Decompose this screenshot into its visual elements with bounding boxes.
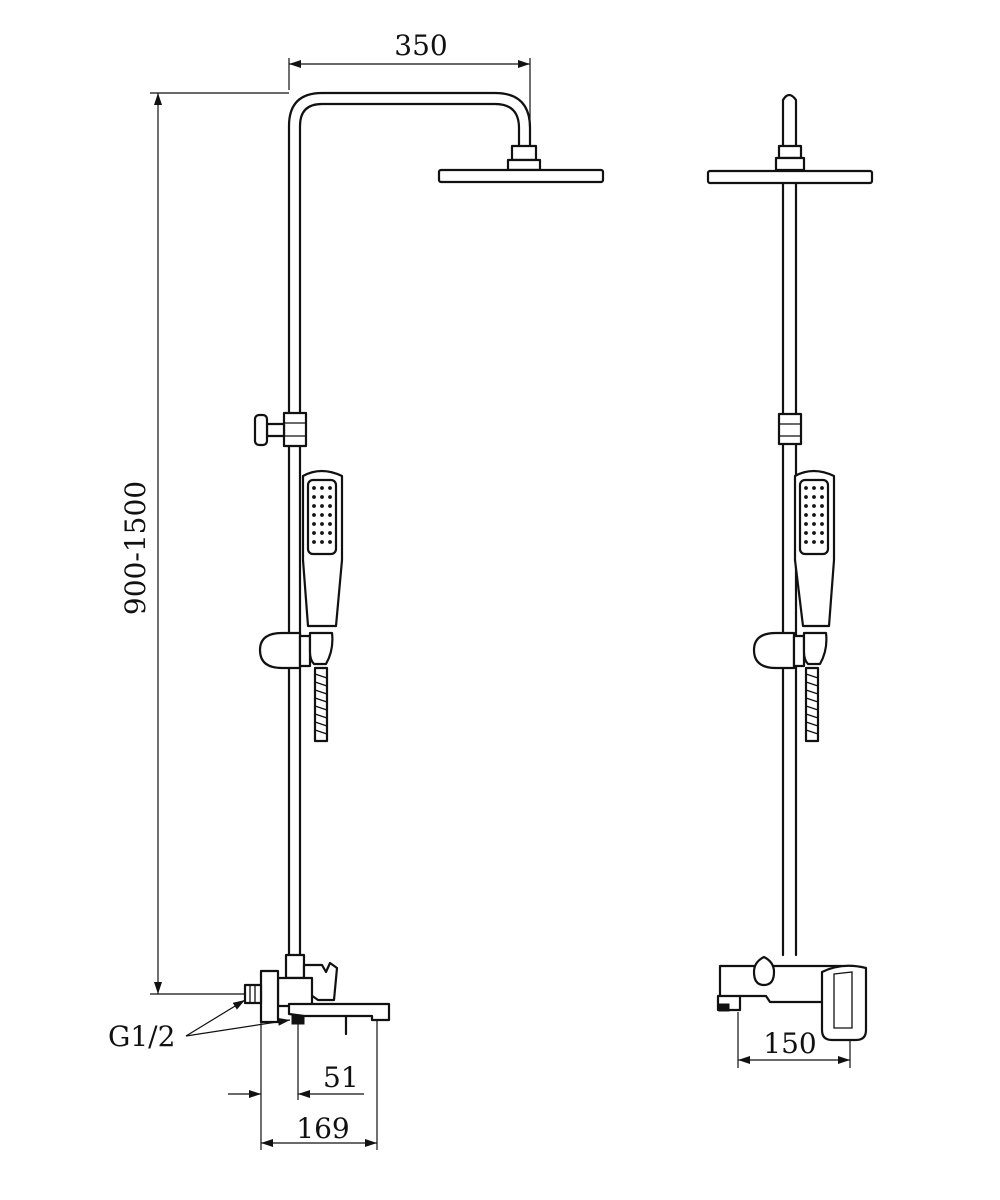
- side-mixer-body: [276, 976, 314, 1008]
- front-riser-pipe: [781, 181, 798, 957]
- dim-350-label: 350: [394, 29, 447, 62]
- front-spout-outlet: [718, 1003, 730, 1012]
- front-rain-shower-head: [706, 169, 874, 185]
- front-top-pipe: [781, 93, 798, 148]
- side-spout: [287, 1002, 391, 1022]
- g12-leader-2: [185, 1017, 291, 1037]
- side-clamp-screw: [265, 422, 286, 438]
- dim-169-label: 169: [296, 1112, 349, 1145]
- dim-51-label: 51: [323, 1061, 359, 1094]
- side-slide-holder: [258, 631, 302, 670]
- front-arm-nut-2: [774, 156, 806, 172]
- front-diverter-knob: [752, 955, 776, 987]
- dimension-lines: [150, 58, 851, 1150]
- side-wall-flange: [259, 969, 280, 1024]
- side-hand-shower-nozzles: [312, 486, 332, 544]
- side-spout-outlet: [291, 1015, 305, 1025]
- front-view: [706, 93, 874, 1042]
- side-clamp-knob: [253, 413, 269, 447]
- side-holder-cradle: [308, 631, 334, 666]
- dim-height-label: 900-1500: [119, 481, 152, 615]
- front-arm-nut: [777, 144, 803, 160]
- front-mixer-handle: [820, 964, 868, 1042]
- front-hand-shower-nozzles: [804, 486, 824, 544]
- side-view: [243, 91, 605, 1036]
- g12-leader-1: [185, 999, 246, 1037]
- front-clamp-body: [777, 412, 803, 446]
- side-slide-holder-body: [298, 634, 312, 668]
- front-holder-cradle: [802, 631, 828, 666]
- front-slide-holder: [752, 631, 796, 670]
- front-slide-holder-body: [792, 634, 806, 668]
- side-arm-nut: [510, 144, 538, 162]
- side-riser-pipe: [287, 91, 532, 957]
- inlet-thread-label: G1/2: [108, 1020, 175, 1053]
- side-arm-nut-2: [506, 158, 542, 172]
- side-diverter-body: [284, 953, 306, 980]
- dim-150-label: 150: [763, 1027, 816, 1060]
- side-clamp-body: [282, 411, 308, 448]
- side-rain-shower-head: [437, 168, 605, 184]
- side-inlet-thread: [243, 983, 263, 1005]
